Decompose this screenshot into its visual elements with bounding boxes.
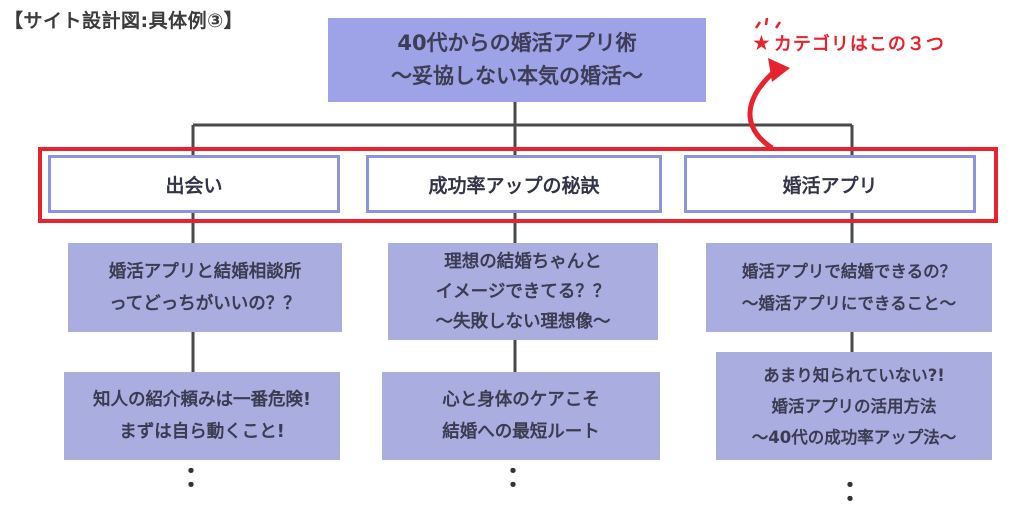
category-label: 成功率アップの秘訣 [428,174,600,197]
leaf-line: まずは自ら動くこと! [119,422,285,442]
leaf-node: 理想の結婚ちゃんと イメージできてる？？ 〜失敗しない理想像〜 [388,243,658,340]
leaf-node: 心と身体のケアこそ 結婚への最短ルート [382,372,660,460]
root-node: 40代からの婚活アプリ術 〜妥協しない本気の婚活〜 [328,18,706,102]
category-node-2: 成功率アップの秘訣 [366,155,662,213]
leaf-node: 知人の紹介頼みは一番危険! まずは自ら動くこと! [64,372,340,460]
page-heading: 【サイト設計図:具体例③】 [4,10,244,32]
more-indicator: ： [506,460,535,493]
leaf-line: 婚活アプリの活用方法 [771,396,937,416]
leaf-line: 〜40代の成功率アップ法〜 [751,427,957,447]
leaf-line: 婚活アプリと結婚相談所 [108,261,302,282]
leaf-line: 理想の結婚ちゃんと [444,251,602,272]
leaf-line: 〜婚活アプリにできること〜 [741,293,957,313]
leaf-line: 心と身体のケアこそ [442,390,600,410]
leaf-line: ってどっちがいいの？？ [109,293,301,314]
leaf-line: イメージできてる？？ [435,281,611,302]
category-highlight-frame [38,147,998,223]
callout-note: ★カテゴリはこの３つ [752,30,945,56]
star-icon: ★ [752,31,772,55]
root-title-line2: 〜妥協しない本気の婚活〜 [391,64,643,88]
category-node-3: 婚活アプリ [684,155,976,213]
leaf-line: 婚活アプリで結婚できるの？ [741,261,957,281]
leaf-line: 〜失敗しない理想像〜 [435,311,611,332]
more-indicator: ： [184,460,213,493]
more-indicator: ： [843,474,872,507]
root-title-line1: 40代からの婚活アプリ術 [397,31,637,55]
leaf-line: あまり知られていない?! [763,365,945,385]
leaf-line: 結婚への最短ルート [442,422,600,442]
leaf-node: あまり知られていない?! 婚活アプリの活用方法 〜40代の成功率アップ法〜 [716,352,992,460]
category-node-1: 出会い [48,155,340,213]
callout-text: カテゴリはこの３つ [773,34,945,55]
leaf-node: 婚活アプリで結婚できるの？ 〜婚活アプリにできること〜 [706,243,992,332]
leaf-line: 知人の紹介頼みは一番危険! [93,390,311,410]
category-label: 出会い [165,174,223,197]
sparkle-icon [754,17,782,29]
leaf-node: 婚活アプリと結婚相談所 ってどっちがいいの？？ [68,243,342,332]
callout-arrowhead [768,58,790,82]
callout-arrow [747,68,778,151]
category-label: 婚活アプリ [782,174,878,197]
